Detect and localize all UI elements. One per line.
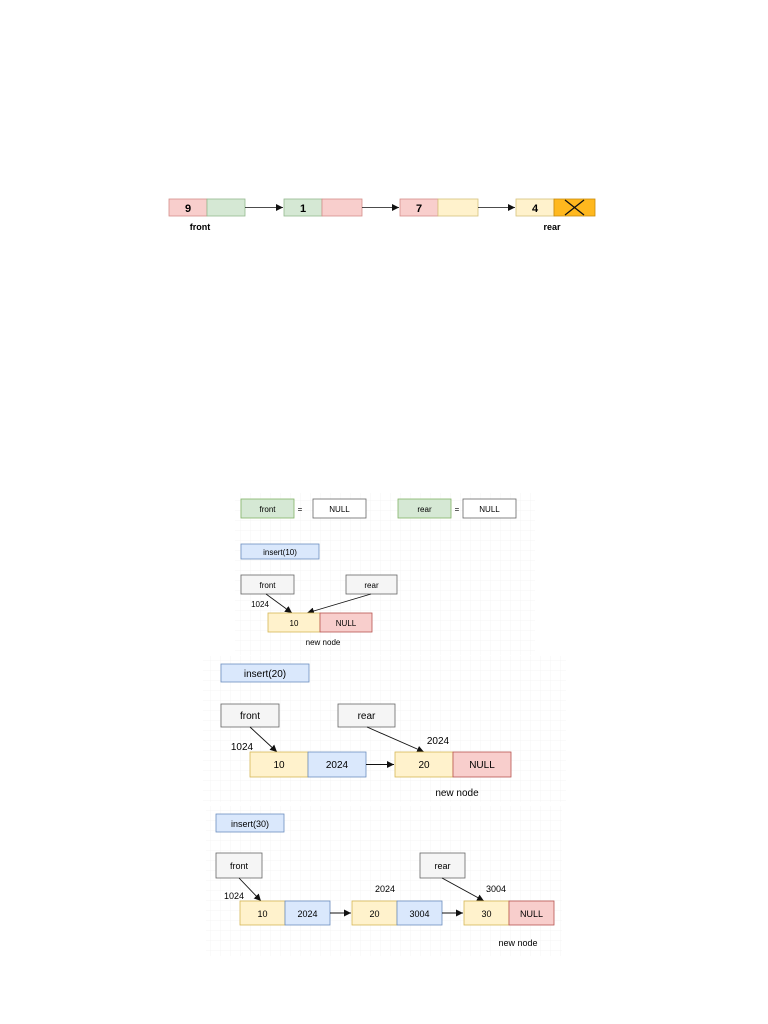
step3-rear-box	[419, 852, 466, 879]
queue-node-3-value: 7	[416, 203, 422, 215]
step3-address-mid: 2024	[375, 884, 395, 894]
step1-rear-arrow	[306, 593, 372, 615]
queue-node-3: 7	[399, 198, 479, 217]
init-front-label: front	[259, 505, 276, 514]
step1-node-next	[319, 612, 373, 633]
init-rear-value-box	[462, 498, 517, 519]
step1-address: 1024	[251, 600, 269, 609]
queue-node-2: 1	[283, 198, 363, 217]
step3-node3-next	[508, 900, 555, 926]
init-rear-label: rear	[417, 505, 432, 514]
step3-front-arrow	[238, 877, 262, 902]
step3-node3-next-value: NULL	[520, 909, 543, 919]
init-equals-2: =	[455, 505, 460, 514]
queue-node-1: 9	[168, 198, 246, 217]
step3-caption: new node	[498, 938, 537, 948]
step2-node2-data-value: 20	[418, 760, 430, 771]
step1-node-data-value: 10	[290, 619, 299, 628]
step3-address-front: 1024	[224, 891, 244, 901]
step3-node2-next	[396, 900, 443, 926]
init-front-value: NULL	[329, 505, 350, 514]
op-insert-10-label: insert(10)	[263, 548, 297, 557]
step2-node1-next-value: 2024	[326, 760, 349, 771]
step2-rear-arrow	[366, 726, 425, 753]
queue-node-4-value: 4	[532, 203, 539, 215]
step1-front-label: front	[259, 581, 276, 590]
step3-rear-label: rear	[434, 861, 450, 871]
init-front-value-box	[312, 498, 367, 519]
step3-node1-next-value: 2024	[297, 909, 317, 919]
init-rear-value: NULL	[479, 505, 500, 514]
step2-rear-box	[337, 703, 396, 728]
step2-node2-next	[452, 751, 512, 778]
step3-node3-data	[463, 900, 510, 926]
op-insert-20-label: insert(20)	[244, 669, 286, 680]
panel-insert-20: insert(20) front rear 1024 2024 10 2024 …	[203, 656, 566, 802]
queue-node-2-value: 1	[300, 203, 306, 215]
step1-rear-label: rear	[364, 581, 379, 590]
step2-node2-next-value: NULL	[469, 760, 495, 771]
step3-node3-data-value: 30	[481, 909, 491, 919]
null-cross-icon	[564, 199, 585, 216]
step1-node-next-value: NULL	[336, 619, 357, 628]
op-insert-30-label: insert(30)	[231, 819, 269, 829]
step2-address-rear: 2024	[427, 736, 450, 747]
step3-rear-arrow	[441, 877, 485, 902]
op-insert-10	[240, 543, 320, 560]
queue-rear-label: rear	[543, 222, 561, 232]
step1-front-arrow	[265, 593, 293, 614]
step1-rear-box	[345, 574, 398, 595]
step3-address-rear: 3004	[486, 884, 506, 894]
step2-front-arrow	[249, 726, 278, 753]
step2-front-label: front	[240, 711, 260, 722]
step1-front-box	[240, 574, 295, 595]
step2-address-front: 1024	[231, 742, 254, 753]
panel-init-insert-10: front = NULL rear = NULL insert(10) fron…	[235, 493, 535, 655]
queue-node-1-value: 9	[185, 203, 191, 215]
step3-node1-data-value: 10	[257, 909, 267, 919]
step3-node2-next-value: 3004	[409, 909, 429, 919]
step2-rear-label: rear	[358, 711, 376, 722]
step1-caption: new node	[306, 638, 341, 647]
queue-node-4: 4	[515, 198, 596, 217]
step3-node2-data	[351, 900, 398, 926]
step2-node1-next	[307, 751, 367, 778]
step2-caption: new node	[435, 788, 479, 799]
op-insert-20	[220, 663, 310, 683]
queue-front-label: front	[190, 222, 211, 232]
init-front-box	[240, 498, 295, 519]
step3-node2-data-value: 20	[369, 909, 379, 919]
step3-front-box	[215, 852, 263, 879]
step3-front-label: front	[230, 861, 249, 871]
step2-node1-data-value: 10	[273, 760, 285, 771]
init-equals-1: =	[298, 505, 303, 514]
panel-insert-30: insert(30) front rear 1024 2024 3004 10 …	[206, 806, 562, 956]
op-insert-30	[215, 813, 285, 833]
step2-node1-data	[249, 751, 309, 778]
queue-linked-list: 9 1 7 4 front rear	[168, 198, 596, 232]
init-rear-box	[397, 498, 452, 519]
